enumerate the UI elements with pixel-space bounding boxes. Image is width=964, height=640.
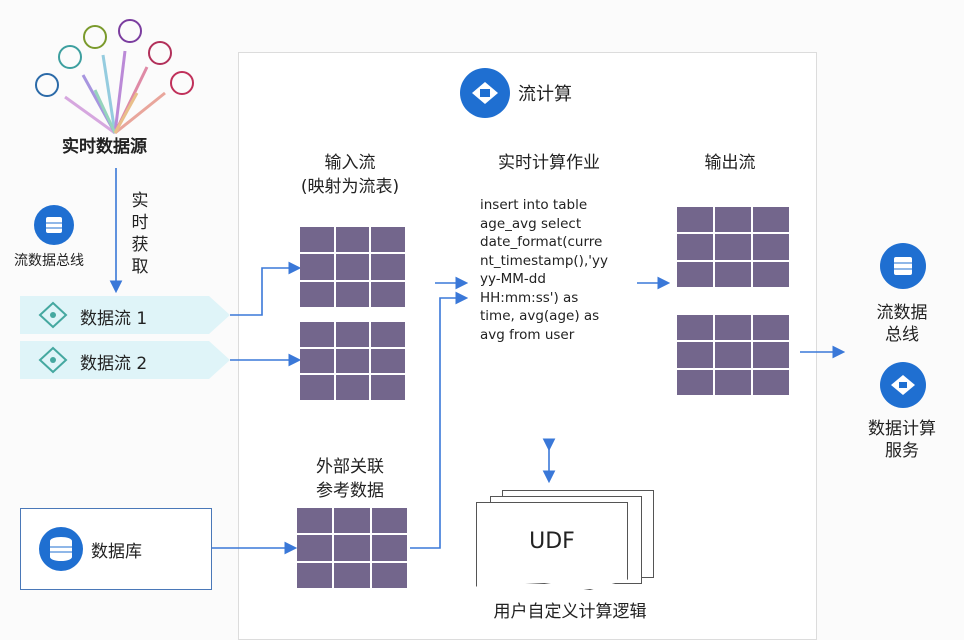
compute-service-label-line1: 数据计算	[868, 419, 936, 439]
input-subtitle: (映射为流表)	[300, 177, 400, 197]
compute-service-icon	[880, 362, 926, 408]
stream-1-icon	[38, 301, 68, 329]
udf-caption: 用户自定义计算逻辑	[493, 602, 647, 622]
database-label: 数据库	[91, 542, 142, 562]
external-subtitle: 参考数据	[316, 481, 384, 501]
stream-2-icon	[38, 346, 68, 374]
job-title: 实时计算作业	[498, 153, 600, 173]
stream-2: 数据流 2	[20, 341, 230, 379]
output-table-1	[677, 207, 789, 287]
input-table-2	[300, 322, 405, 400]
fetch-label: 实时获取	[131, 191, 149, 277]
center-title: 流计算	[518, 84, 572, 105]
input-title: 输入流	[324, 153, 376, 173]
bus-icon	[34, 205, 74, 245]
external-title: 外部关联	[316, 457, 384, 477]
external-table	[297, 508, 407, 588]
udf-page: UDF	[476, 502, 628, 590]
bus-left-label: 流数据总线	[14, 253, 84, 269]
udf-label: UDF	[529, 529, 575, 554]
database-box: 数据库	[20, 508, 212, 590]
input-table-1	[300, 227, 405, 307]
database-icon	[39, 527, 83, 571]
output-bus-label-line2: 总线	[885, 325, 919, 345]
output-title: 输出流	[704, 153, 756, 173]
stream-1: 数据流 1	[20, 296, 230, 334]
job-sql-code: insert into table age_avg select date_fo…	[480, 197, 608, 343]
stream-compute-icon	[460, 68, 510, 118]
stream-2-label: 数据流 2	[80, 354, 148, 374]
compute-service-label-line2: 服务	[885, 441, 919, 461]
output-bus-label-line1: 流数据	[876, 303, 928, 323]
source-title: 实时数据源	[62, 137, 147, 157]
output-bus-icon	[880, 243, 926, 289]
output-table-2	[677, 315, 789, 395]
data-source-icons	[35, 19, 194, 135]
stream-1-label: 数据流 1	[80, 309, 148, 329]
